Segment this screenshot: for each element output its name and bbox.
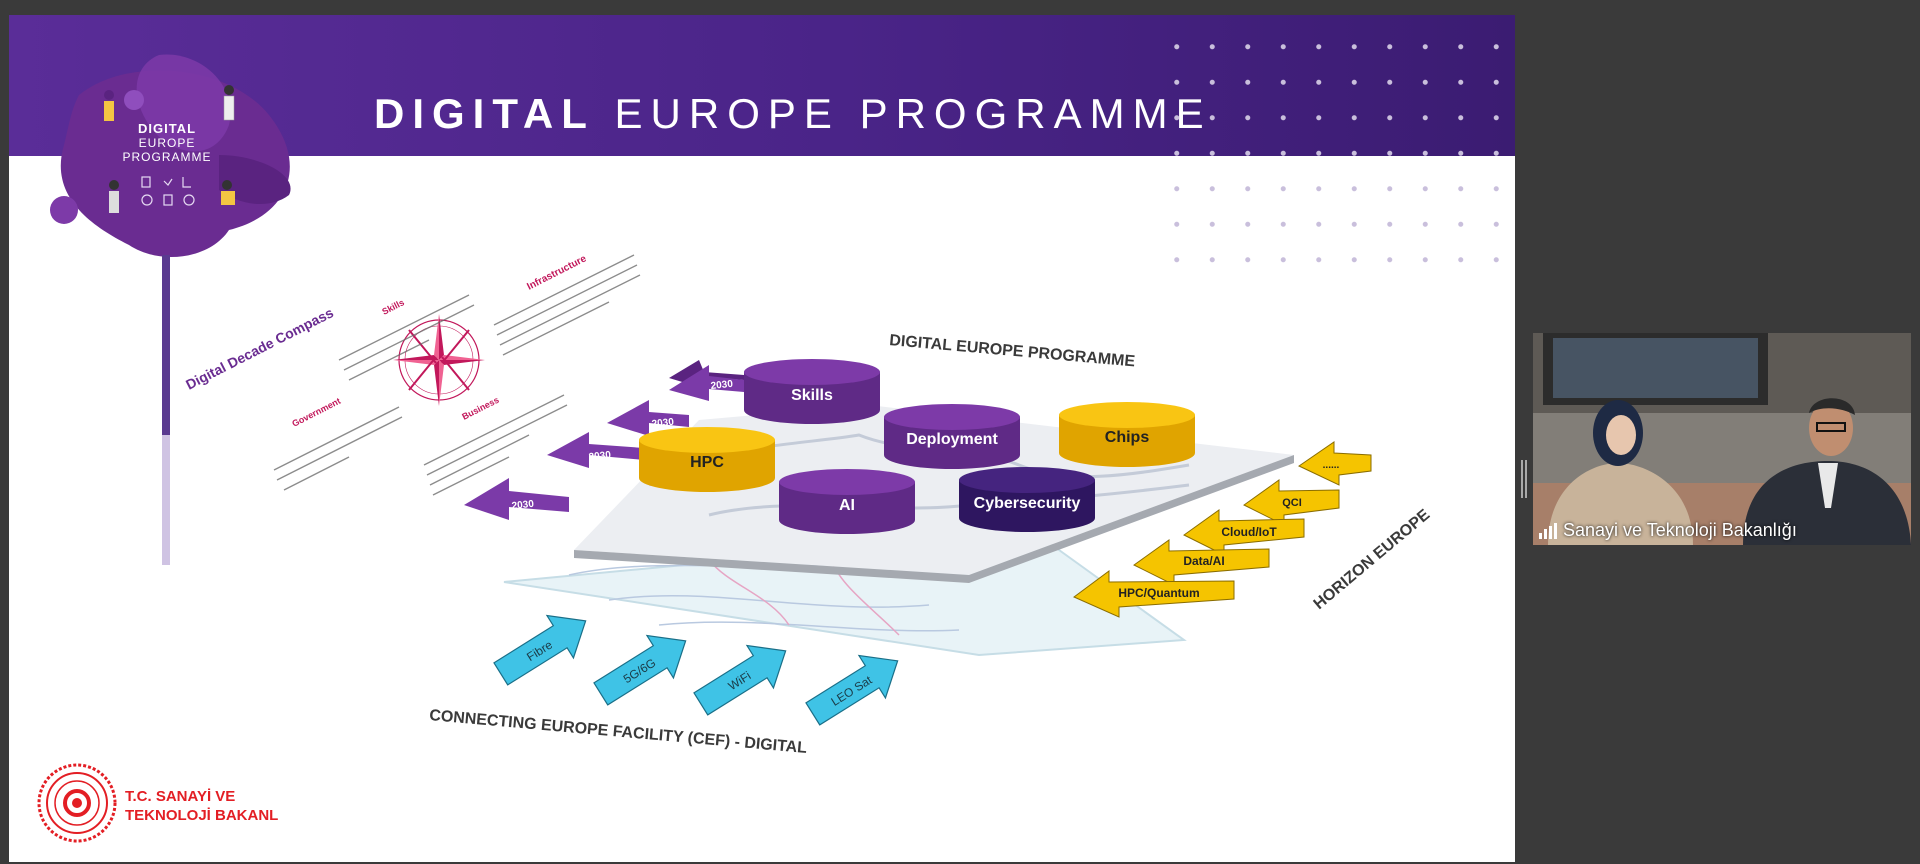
pillar-cybersecurity: Cybersecurity	[959, 467, 1095, 532]
programme-diagram: DIGITAL EUROPE PROGRAMME Digital Decade …	[50, 54, 1434, 757]
svg-text:2030: 2030	[511, 499, 535, 512]
presentation-slide: DIGITAL EUROPE PROGRAMME DIGITAL EUROPE …	[9, 15, 1515, 862]
pillar-chips: Chips	[1059, 402, 1195, 467]
pillar-skills-label: Skills	[791, 387, 833, 404]
target-arrow-2: 2030	[607, 400, 689, 436]
participant-1-body	[1548, 463, 1693, 545]
participant-label: Sanayi ve Teknoloji Bakanlığı	[1539, 520, 1797, 541]
svg-text:HPC/Quantum: HPC/Quantum	[1118, 586, 1199, 600]
cef-label: CONNECTING EUROPE FACILITY (CEF) - DIGIT…	[429, 707, 808, 757]
people-illustration	[104, 85, 235, 213]
compass-fine-print	[273, 254, 641, 496]
svg-text:2030: 2030	[651, 417, 675, 430]
ministry-emblem-icon	[37, 763, 117, 843]
participant-video-feed	[1533, 333, 1911, 545]
panel-resize-handle[interactable]	[1521, 460, 1527, 498]
signal-bars-icon	[1539, 522, 1557, 539]
target-arrow-3: 2030	[547, 432, 644, 468]
badge-line-3: PROGRAMME	[122, 150, 211, 164]
horizon-arrow-5: HPC/Quantum	[1073, 570, 1235, 618]
participant-2-head	[1809, 400, 1853, 456]
participant-name: Sanayi ve Teknoloji Bakanlığı	[1563, 520, 1797, 540]
cef-arrow-fibre: Fibre	[493, 614, 587, 686]
badge-line-2: EUROPE	[139, 136, 196, 150]
target-arrow-1: 2030	[669, 360, 744, 401]
pillar-chips-label: Chips	[1105, 429, 1150, 446]
horizon-arrow-2: QCI	[1243, 479, 1340, 526]
pillar-skills: Skills	[744, 359, 880, 424]
compass-business-label: Business	[460, 395, 500, 422]
svg-text:2030: 2030	[710, 379, 734, 392]
svg-text:2030: 2030	[588, 450, 612, 463]
ministry-logo-line-2: TEKNOLOJİ BAKANLIĞI	[125, 806, 279, 824]
horizon-arrow-4: Data/AI	[1133, 539, 1270, 586]
slide-title-light: EUROPE PROGRAMME	[614, 90, 1212, 137]
horizon-europe-label: HORIZON EUROPE	[1311, 506, 1434, 613]
svg-text:Cloud/IoT: Cloud/IoT	[1221, 525, 1277, 539]
pillar-ai: AI	[779, 469, 915, 534]
slide-title-bold: DIGITAL	[374, 90, 595, 137]
pillar-ai-label: AI	[839, 497, 855, 514]
horizon-arrow-1: ......	[1298, 441, 1372, 486]
pillar-hpc-label: HPC	[690, 454, 724, 471]
pillar-deployment-label: Deployment	[906, 431, 998, 448]
pillar-deployment: Deployment	[884, 404, 1020, 469]
pillar-hpc: HPC	[639, 427, 775, 492]
horizon-arrow-3: Cloud/IoT	[1183, 509, 1305, 556]
svg-text:Data/AI: Data/AI	[1183, 554, 1224, 568]
compass-government-label: Government	[290, 396, 342, 429]
compass-title: Digital Decade Compass	[183, 304, 336, 393]
ministry-logo-line-1: T.C. SANAYİ VE	[125, 788, 235, 805]
badge-line-1: DIGITAL	[138, 121, 196, 136]
pillar-cybersecurity-label: Cybersecurity	[974, 495, 1081, 512]
cef-arrow-5g6g: 5G/6G	[593, 634, 687, 706]
target-2030-arrows: 2030 2030 2030 2030	[464, 360, 744, 520]
cef-arrow-wifi: WiFi	[693, 644, 787, 716]
programme-badge: DIGITAL EUROPE PROGRAMME	[50, 54, 291, 565]
badge-icons	[141, 176, 195, 206]
ministry-logo-graphic: T.C. SANAYİ VE TEKNOLOJİ BAKANLIĞI	[37, 763, 298, 843]
slide-title: DIGITAL EUROPE PROGRAMME	[374, 93, 1212, 135]
compass-rose-icon	[393, 314, 485, 406]
video-tile[interactable]: Sanayi ve Teknoloji Bakanlığı	[1533, 333, 1911, 545]
compass-skills-label: Skills	[380, 297, 405, 317]
svg-text:......: ......	[1323, 460, 1340, 471]
ministry-logo: T.C. SANAYİ VE TEKNOLOJİ BAKANLIĞI	[29, 763, 298, 858]
target-arrow-4: 2030	[464, 478, 569, 520]
dot-pattern	[1159, 29, 1499, 269]
compass-infrastructure-label: Infrastructure	[525, 253, 588, 293]
diagram-title: DIGITAL EUROPE PROGRAMME	[889, 332, 1136, 370]
cef-arrow-leo-sat: LEO Sat	[805, 654, 899, 726]
svg-text:QCI: QCI	[1282, 497, 1302, 509]
